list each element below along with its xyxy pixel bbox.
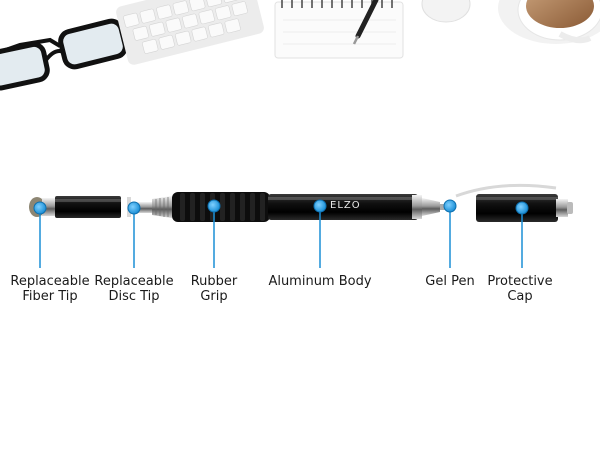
body-pointer-dot [313, 199, 327, 213]
eyeglasses [0, 18, 128, 91]
grip-label: Rubber Grip [190, 274, 238, 304]
protective-cap-part [455, 183, 573, 222]
cap-label: Protective Cap [487, 274, 553, 304]
brand-logo: ELZO [330, 200, 361, 211]
grip-pointer-dot [207, 199, 221, 213]
spiral-notebook [274, 0, 404, 59]
coffee-cup [498, 0, 600, 44]
fiber-tip-label: Replaceable Fiber Tip [10, 274, 90, 304]
body-label: Aluminum Body [268, 274, 372, 289]
computer-mouse [421, 0, 471, 23]
stylus-pen [29, 183, 573, 222]
keyboard [116, 0, 264, 65]
cap-pointer-dot [515, 201, 529, 215]
disc-tip-label: Replaceable Disc Tip [94, 274, 174, 304]
fiber-tip-pointer-dot [33, 201, 47, 215]
disc-tip-pointer-dot [127, 201, 141, 215]
rubber-grip-part [172, 192, 270, 222]
gel-pen-pointer-dot [443, 199, 457, 213]
gel-pen-label: Gel Pen [425, 274, 475, 289]
writing-pen [352, 0, 379, 45]
aluminum-body-part [268, 194, 422, 220]
